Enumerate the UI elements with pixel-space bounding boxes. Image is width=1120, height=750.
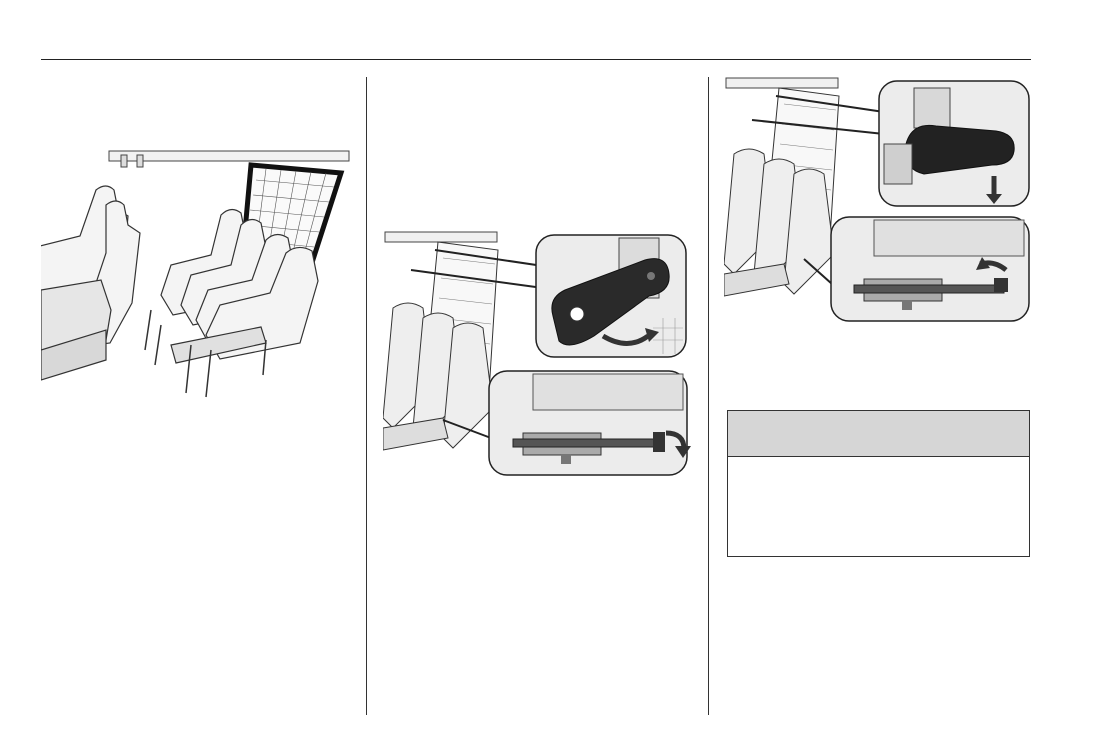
detail-bolt (488, 370, 691, 476)
column-divider-1 (366, 77, 367, 715)
figure-release-lever (383, 228, 691, 480)
column-divider-2 (708, 77, 709, 715)
base-scene (383, 231, 499, 451)
base-scene (724, 77, 840, 297)
figure-secure-lever (724, 74, 1032, 326)
header-rule (41, 59, 1031, 60)
slide-arrow-icon (675, 446, 691, 458)
rotate-arrow-icon (986, 194, 1002, 204)
front-seats (41, 185, 141, 381)
notice-box (727, 410, 1030, 557)
notice-body (728, 457, 1029, 477)
rotate-arrow-icon (645, 328, 659, 342)
release-lever (551, 258, 670, 346)
figure-seats-partition (41, 145, 351, 403)
slide-arrow-icon (976, 257, 990, 270)
detail-bolt-secured (830, 216, 1030, 322)
notice-heading (728, 411, 1029, 457)
detail-lever-secured (878, 80, 1030, 207)
rear-bench (160, 208, 319, 364)
detail-lever (535, 234, 687, 358)
